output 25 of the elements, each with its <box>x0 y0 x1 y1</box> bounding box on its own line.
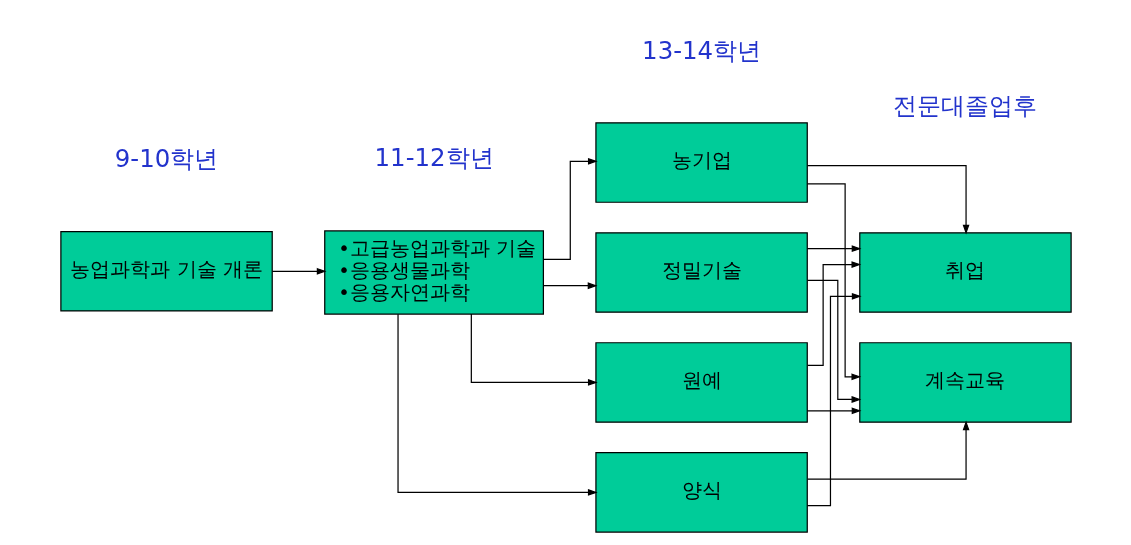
arrow <box>806 279 861 403</box>
node-box: 원예 <box>594 342 808 423</box>
node-box: 정밀기술 <box>594 232 808 313</box>
node-box: 농기업 <box>594 122 808 203</box>
arrow <box>542 282 597 290</box>
label: 13-14학년 <box>641 35 761 65</box>
arrow <box>806 407 861 415</box>
arrow <box>806 245 861 253</box>
label: 9-10학년 <box>114 144 218 174</box>
arrow <box>806 183 861 381</box>
arrow <box>542 157 598 260</box>
node-box: 양식 <box>594 452 808 533</box>
node-box: 취업 <box>858 232 1072 313</box>
node-box: 농업과학과 기술 개론 <box>59 230 273 312</box>
arrow <box>806 292 862 507</box>
arrow <box>806 165 969 235</box>
arrow <box>470 313 598 386</box>
arrow <box>806 420 969 480</box>
label: 11-12학년 <box>374 143 494 173</box>
node-box: 계속교육 <box>858 342 1072 423</box>
node-box: •고급농업과학과 기술 •응용생물과학 •응용자연과학 <box>323 230 544 315</box>
arrow <box>396 313 598 496</box>
arrow <box>806 261 861 367</box>
arrow <box>271 267 327 275</box>
label: 전문대졸업후 <box>892 90 1037 120</box>
